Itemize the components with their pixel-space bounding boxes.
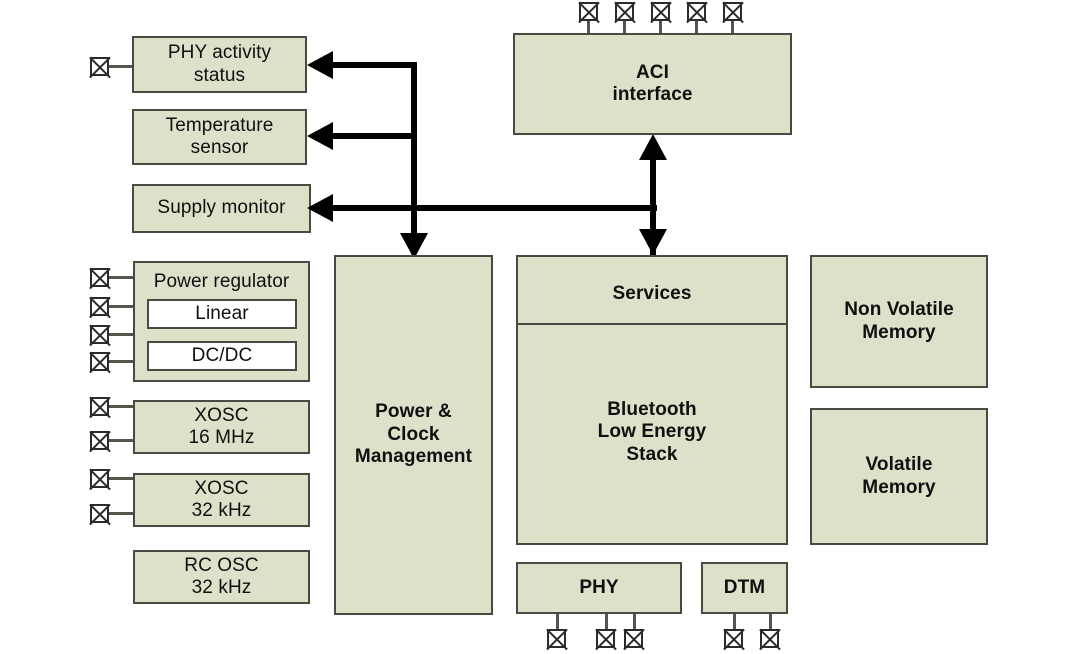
block-non-volatile-memory[interactable]: Non Volatile Memory [810,255,988,388]
pad-cross-icon [723,2,742,21]
block-label: Power & Clock Management [354,401,473,468]
connector-line [605,614,608,630]
bus-to-temperature-sensor [332,133,414,139]
pad-cross-icon [90,431,109,450]
pad-cross-icon [90,297,109,316]
subblock-label: Linear [195,302,249,324]
bus-aci-to-services [650,145,656,255]
arrow-head-left [307,122,333,150]
connector-line [109,477,134,480]
block-xosc-16mhz[interactable]: XOSC 16 MHz [133,400,310,454]
pad-cross-icon [90,325,109,344]
block-label: RC OSC 32 kHz [184,554,259,598]
pad-cross-icon [90,352,109,371]
block-label: Supply monitor [157,197,286,219]
pad-cross-icon [90,504,109,523]
connector-line [731,21,734,34]
block-phy-activity-status[interactable]: PHY activity status [132,36,307,93]
connector-line [623,21,626,34]
pad-cross-icon [760,629,779,648]
pad-cross-icon [547,629,566,648]
arrow-head-down [639,229,667,255]
pad-cross-icon [90,57,109,76]
pad-cross-icon [624,629,643,648]
connector-line [695,21,698,34]
connector-line [556,614,559,630]
pad-cross-icon [651,2,670,21]
block-dtm[interactable]: DTM [701,562,788,614]
pad-cross-icon [90,268,109,287]
block-label: Non Volatile Memory [844,299,954,343]
block-xosc-32khz[interactable]: XOSC 32 kHz [133,473,310,527]
block-label: PHY [579,576,619,598]
connector-line [109,512,134,515]
bus-to-supply-monitor [332,205,657,211]
pad-cross-icon [90,397,109,416]
block-temperature-sensor[interactable]: Temperature sensor [132,109,307,165]
arrow-head-up [639,134,667,160]
block-label: PHY activity status [167,42,272,86]
pad-cross-icon [579,2,598,21]
block-label: Temperature sensor [165,114,274,158]
block-label: DTM [723,576,766,598]
block-supply-monitor[interactable]: Supply monitor [132,184,311,233]
block-label: ACI interface [612,61,693,105]
block-phy[interactable]: PHY [516,562,682,614]
connector-line [109,333,134,336]
connector-line [109,360,134,363]
block-power-regulator[interactable]: Power regulator Linear DC/DC [133,261,310,382]
bus-trunk-vertical [411,62,417,240]
pad-cross-icon [615,2,634,21]
pad-cross-icon [687,2,706,21]
arrow-head-left [307,194,333,222]
connector-line [109,65,132,68]
block-aci-interface[interactable]: ACI interface [513,33,792,135]
connector-line [109,305,134,308]
connector-line [659,21,662,34]
connector-line [633,614,636,630]
block-ble-stack-container[interactable]: Services Bluetooth Low Energy Stack [516,255,788,545]
block-volatile-memory[interactable]: Volatile Memory [810,408,988,545]
pad-cross-icon [724,629,743,648]
block-rc-osc-32khz[interactable]: RC OSC 32 kHz [133,550,310,604]
arrow-head-left [307,51,333,79]
subblock-label: DC/DC [191,344,253,366]
block-dcdc-regulator[interactable]: DC/DC [147,341,297,371]
block-linear-regulator[interactable]: Linear [147,299,297,329]
connector-line [733,614,736,630]
block-label: Volatile Memory [862,454,936,498]
connector-line [109,405,134,408]
block-label: XOSC 32 kHz [191,477,252,521]
connector-line [769,614,772,630]
pad-cross-icon [596,629,615,648]
pad-cross-icon [90,469,109,488]
connector-line [109,439,134,442]
power-regulator-title: Power regulator [153,271,290,292]
block-label: XOSC 16 MHz [188,404,255,448]
connector-line [109,276,134,279]
block-power-clock-management[interactable]: Power & Clock Management [334,255,493,615]
block-label-services: Services [612,283,692,304]
connector-line [587,21,590,34]
stack-divider [518,323,786,325]
bus-to-phy-activity-status [332,62,414,68]
arrow-head-down [400,233,428,259]
block-label-ble-stack: Bluetooth Low Energy Stack [597,399,707,465]
